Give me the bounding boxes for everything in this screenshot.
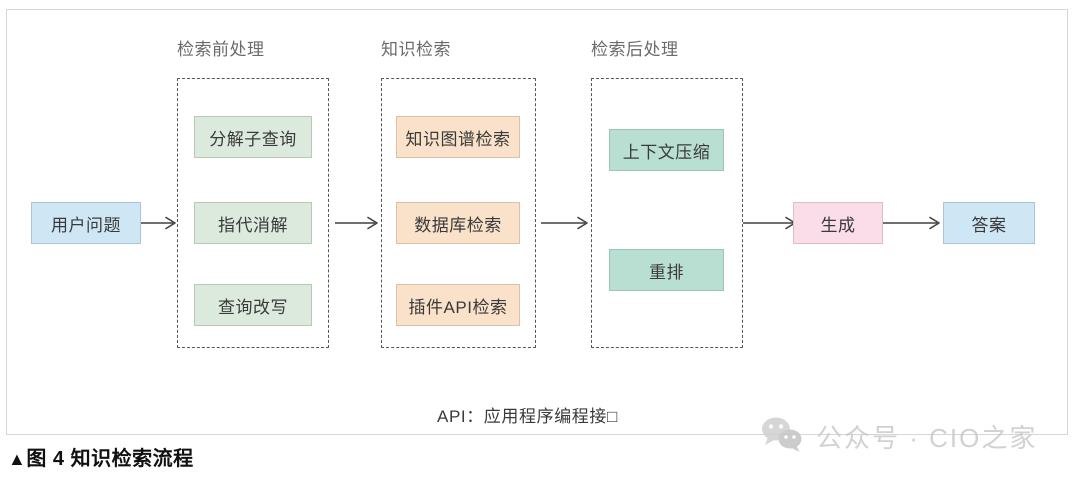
- arrow-generate-to-answer: [883, 216, 943, 230]
- node-context-compression[interactable]: 上下文压缩: [609, 129, 724, 171]
- figure-frame: 检索前处理 知识检索 检索后处理 用户问题 分解子查询 指代消解 查询改写: [6, 9, 1068, 435]
- node-knowledge-graph-retrieval[interactable]: 知识图谱检索: [396, 116, 520, 158]
- stage-title-post-retrieval: 检索后处理: [591, 40, 679, 59]
- caption-text: 图 4 知识检索流程: [26, 448, 194, 470]
- node-answer[interactable]: 答案: [943, 202, 1035, 244]
- node-query-rewrite[interactable]: 查询改写: [194, 284, 312, 326]
- figure-caption: ▲图 4 知识检索流程: [8, 442, 194, 471]
- node-decompose-subquery[interactable]: 分解子查询: [194, 116, 312, 158]
- stage-title-pre-retrieval: 检索前处理: [177, 40, 265, 59]
- node-generate[interactable]: 生成: [793, 202, 883, 244]
- stage-title-retrieval: 知识检索: [381, 40, 451, 59]
- stage-container-post-retrieval: [591, 78, 743, 348]
- node-rerank[interactable]: 重排: [609, 249, 724, 291]
- figure-footnote: API：应用程序编程接□: [437, 407, 618, 426]
- arrow-retrieval-to-post-retrieval: [541, 216, 591, 230]
- node-plugin-api-retrieval[interactable]: 插件API检索: [396, 284, 520, 326]
- node-database-retrieval[interactable]: 数据库检索: [396, 202, 520, 244]
- caption-marker-icon: ▲: [8, 449, 27, 469]
- arrow-post-retrieval-to-generate: [743, 216, 799, 230]
- node-user-question[interactable]: 用户问题: [31, 202, 141, 244]
- arrow-pre-retrieval-to-retrieval: [335, 216, 381, 230]
- stage-container-pre-retrieval: [177, 78, 329, 348]
- stage-container-retrieval: [381, 78, 536, 348]
- arrow-input-to-pre-retrieval: [141, 216, 179, 230]
- node-coreference-resolution[interactable]: 指代消解: [194, 202, 312, 244]
